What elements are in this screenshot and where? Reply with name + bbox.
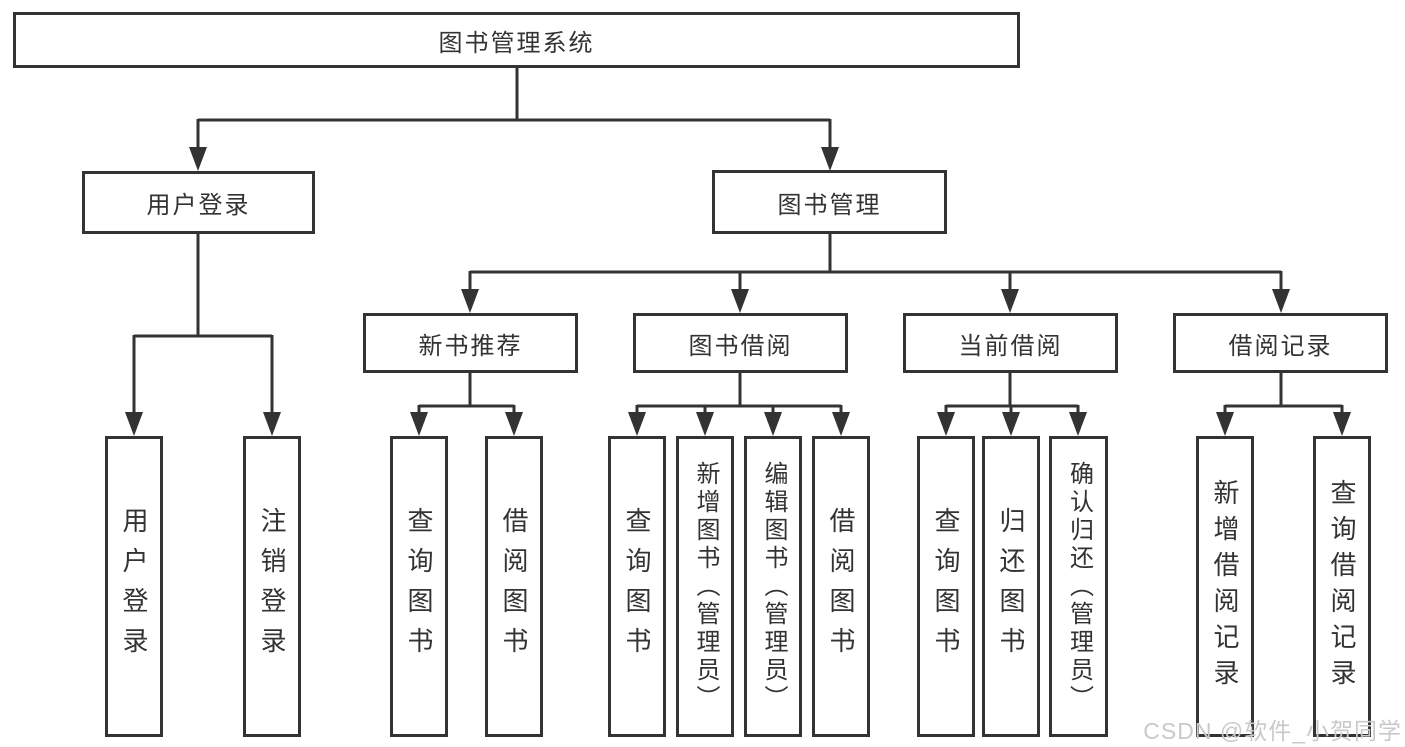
leaf-nbr-query-books-label: 查询图书 (404, 506, 434, 667)
leaf-nbr-borrow-books: 借阅图书 (485, 436, 543, 737)
node-root: 图书管理系统 (13, 12, 1020, 68)
node-current-borrowing-label: 当前借阅 (958, 332, 1063, 360)
leaf-cb-confirm-return-admin-label: 确认归还（管理员） (1065, 460, 1093, 713)
node-new-book-recommend-label: 新书推荐 (418, 332, 523, 360)
node-borrowing-records-label: 借阅记录 (1228, 332, 1333, 360)
node-book-borrowing-label: 图书借阅 (688, 332, 793, 360)
leaf-bb-edit-books-admin-label: 编辑图书（管理员） (760, 460, 787, 713)
leaf-br-add-record-label: 新增借阅记录 (1210, 478, 1240, 695)
leaf-cb-query-books: 查询图书 (917, 436, 975, 737)
leaf-user-login: 用户登录 (105, 436, 163, 737)
leaf-bb-borrow-books-label: 借阅图书 (826, 506, 856, 667)
node-current-borrowing: 当前借阅 (903, 313, 1118, 373)
leaf-nbr-query-books: 查询图书 (390, 436, 448, 737)
leaf-bb-query-books-label: 查询图书 (622, 506, 652, 667)
leaf-bb-query-books: 查询图书 (608, 436, 666, 737)
leaf-bb-add-books-admin-label: 新增图书（管理员） (692, 460, 719, 713)
arrowheads (125, 147, 1351, 436)
csdn-watermark: CSDN @软件_小贺同学 (1143, 718, 1402, 744)
node-book-management: 图书管理 (712, 170, 947, 234)
node-book-management-label: 图书管理 (777, 191, 882, 219)
leaf-cb-return-books-label: 归还图书 (996, 506, 1026, 667)
leaf-logout: 注销登录 (243, 436, 301, 737)
node-root-label: 图书管理系统 (438, 29, 595, 57)
node-book-borrowing: 图书借阅 (633, 313, 848, 373)
node-borrowing-records: 借阅记录 (1173, 313, 1388, 373)
leaf-bb-edit-books-admin: 编辑图书（管理员） (744, 436, 802, 737)
leaf-bb-borrow-books: 借阅图书 (812, 436, 870, 737)
leaf-cb-return-books: 归还图书 (982, 436, 1040, 737)
leaf-br-add-record: 新增借阅记录 (1196, 436, 1254, 737)
leaf-bb-add-books-admin: 新增图书（管理员） (676, 436, 734, 737)
leaf-br-query-record: 查询借阅记录 (1313, 436, 1371, 737)
leaf-user-login-label: 用户登录 (119, 506, 149, 667)
node-user-login: 用户登录 (82, 171, 315, 234)
node-user-login-label: 用户登录 (146, 192, 251, 219)
node-new-book-recommend: 新书推荐 (363, 313, 578, 373)
leaf-nbr-borrow-books-label: 借阅图书 (499, 506, 529, 667)
leaf-br-query-record-label: 查询借阅记录 (1327, 478, 1357, 695)
leaf-logout-label: 注销登录 (257, 506, 287, 667)
leaf-cb-confirm-return-admin: 确认归还（管理员） (1049, 436, 1108, 737)
leaf-cb-query-books-label: 查询图书 (931, 506, 961, 667)
